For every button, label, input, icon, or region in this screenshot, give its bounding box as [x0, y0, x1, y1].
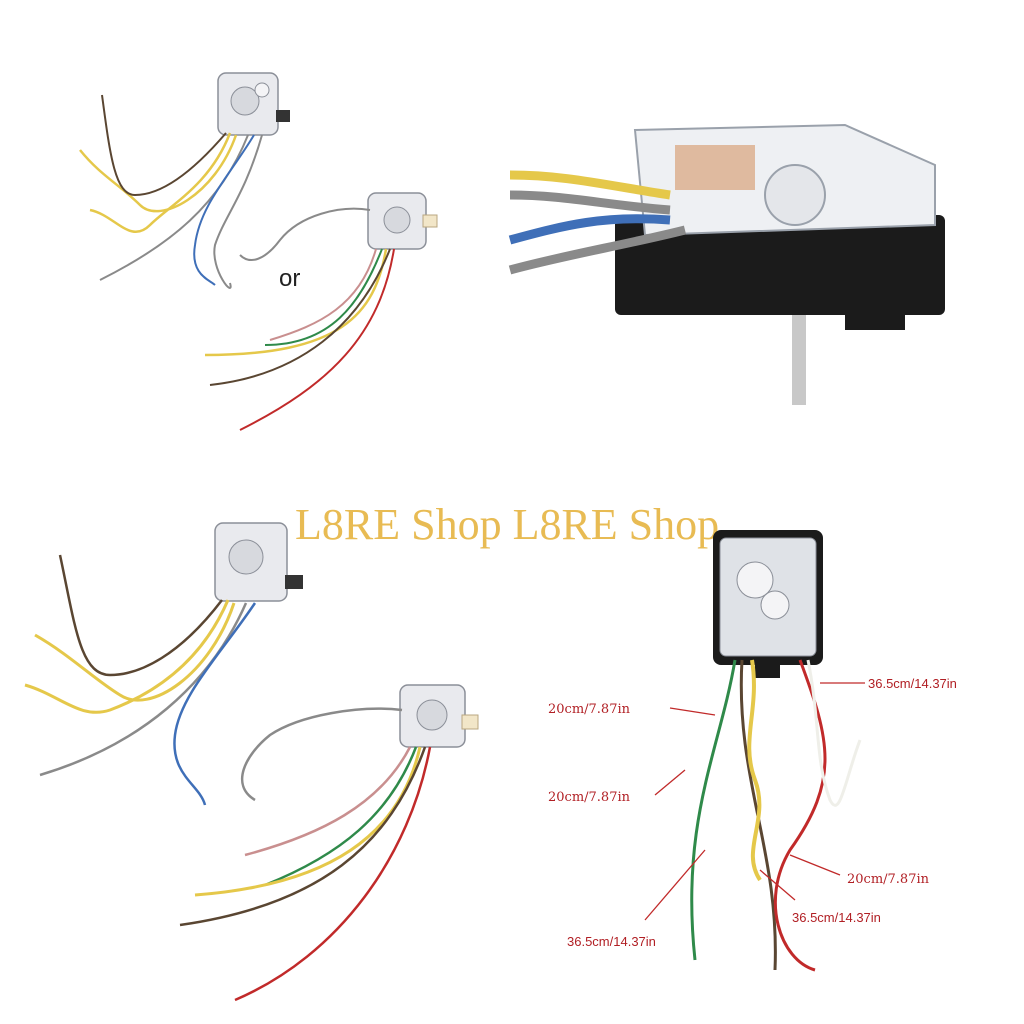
dimension-label-middle-right: 20cm/7.87in — [847, 872, 930, 887]
dimension-label-bottom-right: 36.5cm/14.37in — [792, 910, 881, 925]
timer-closeup-photo — [505, 105, 955, 425]
timer-front-view — [713, 530, 823, 678]
or-label: or — [279, 265, 301, 292]
timer-pair-photo-bottom — [0, 505, 510, 1015]
arrow-middle-right — [789, 854, 841, 876]
arrow-middle-left — [654, 769, 686, 796]
arrow-upper-left — [669, 707, 716, 716]
arrow-bottom-left — [644, 849, 706, 921]
timer-unit-large-2 — [214, 522, 303, 602]
timer-dimensions-photo — [530, 520, 1010, 1010]
timer-unit-small-2 — [399, 684, 479, 748]
timer-closeup-illustration — [508, 123, 945, 405]
timer-unit-large — [217, 72, 290, 136]
timer-pair-illustration-large — [24, 522, 479, 1002]
dimension-label-bottom-left: 36.5cm/14.37in — [567, 934, 656, 949]
timer-pair-photo-top — [40, 55, 500, 445]
dimension-label-middle-left: 20cm/7.87in — [548, 790, 631, 805]
dimension-label-upper-left: 20cm/7.87in — [548, 702, 631, 717]
arrow-bottom-right — [759, 869, 796, 901]
timer-pair-illustration — [79, 72, 438, 431]
timer-dimensions-illustration — [644, 530, 865, 972]
timer-unit-small — [367, 192, 438, 250]
shop-watermark: L8RE Shop L8RE Shop — [295, 500, 720, 549]
dimension-label-top-right: 36.5cm/14.37in — [868, 676, 957, 691]
